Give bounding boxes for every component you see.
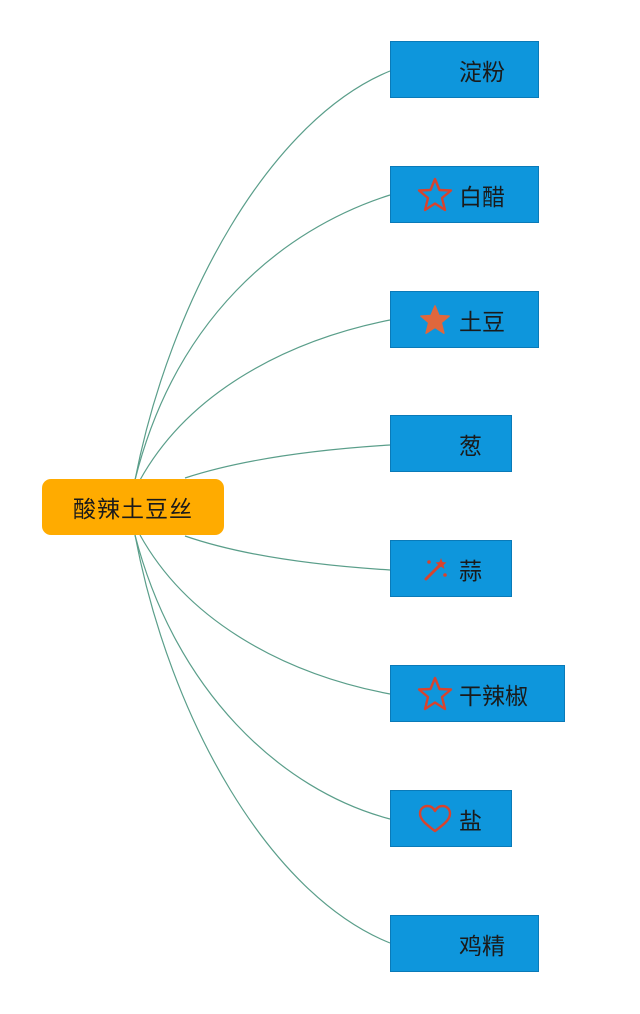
topic-label: 蒜 [459,558,482,585]
topic-label: 盐 [459,808,482,835]
topic-label: 干辣椒 [459,683,528,710]
heart-outline-icon [417,801,453,837]
blank-icon [417,926,453,962]
topic-node-dried-chili[interactable]: 干辣椒 [390,665,565,722]
star-outline-icon [417,676,453,712]
star-outline-icon [417,177,453,213]
magic-wand-icon [417,551,453,587]
central-topic-label: 酸辣土豆丝 [73,497,193,523]
topic-node-starch[interactable]: 淀粉 [390,41,539,98]
topic-node-potato[interactable]: 土豆 [390,291,539,348]
topic-label: 鸡精 [459,933,505,960]
topic-node-chicken-essence[interactable]: 鸡精 [390,915,539,972]
connector-line [139,319,391,481]
topic-label: 葱 [459,433,482,460]
connector-line [134,70,391,481]
connector-line [139,534,391,695]
topic-node-garlic[interactable]: 蒜 [390,540,512,597]
blank-icon [417,52,453,88]
connector-line [184,535,391,571]
connector-line [184,444,391,479]
connector-line [134,534,391,820]
topic-node-scallion[interactable]: 葱 [390,415,512,472]
connector-line [134,534,391,944]
star-filled-icon [417,302,453,338]
topic-node-salt[interactable]: 盐 [390,790,512,847]
connector-line [134,194,391,481]
blank-icon [417,426,453,462]
topic-node-white-vinegar[interactable]: 白醋 [390,166,539,223]
topic-label: 土豆 [459,309,505,336]
topic-label: 淀粉 [459,59,505,86]
topic-label: 白醋 [459,184,505,211]
central-topic[interactable]: 酸辣土豆丝 [42,479,224,535]
